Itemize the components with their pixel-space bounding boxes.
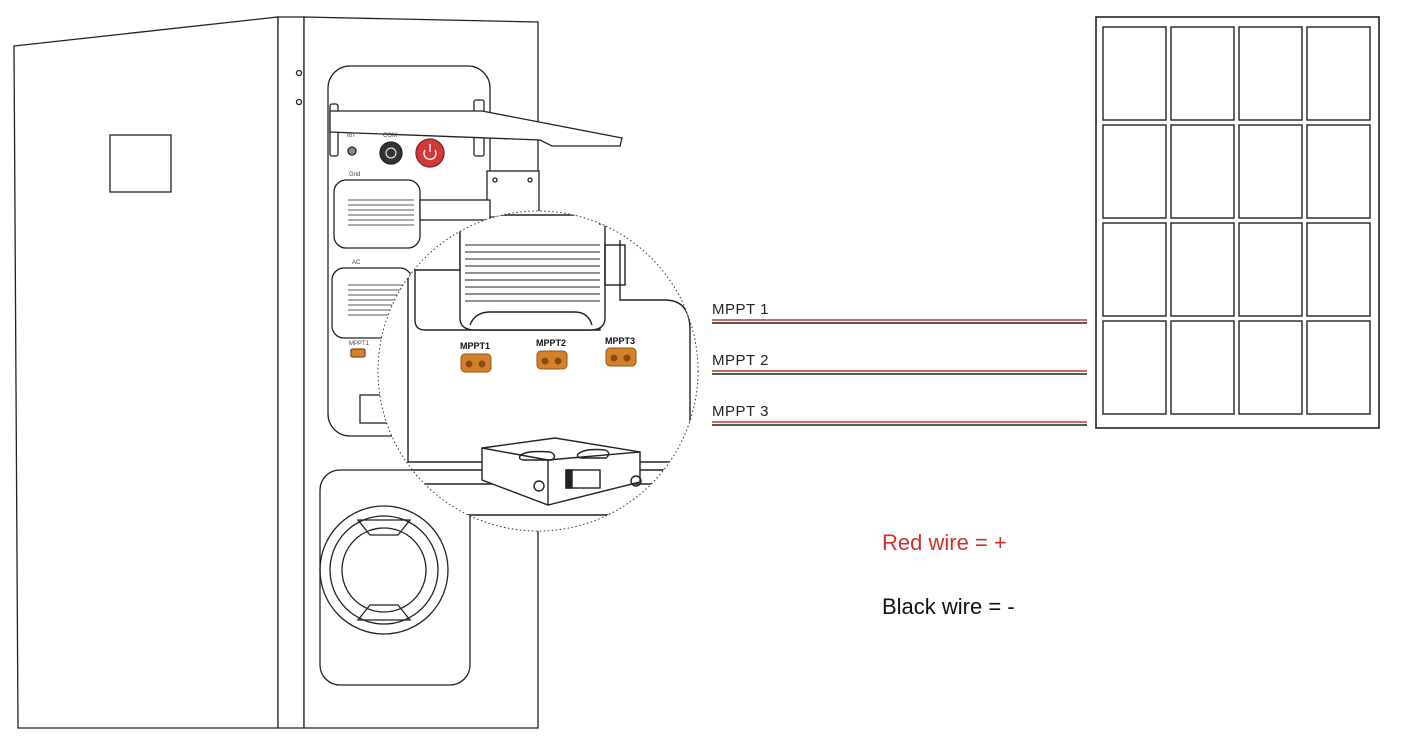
mppt-port-1 <box>460 353 492 373</box>
solar-cell <box>1306 320 1371 415</box>
grid-label: Grid <box>349 172 360 178</box>
mppt-port-2 <box>536 350 568 370</box>
wire-mppt-1: MPPT 1 <box>712 301 1087 324</box>
wire-label-3: MPPT 3 <box>712 403 769 420</box>
mppt-small-label: MPPT1 <box>349 341 370 347</box>
panel-cover-plate <box>329 110 623 147</box>
solar-cell <box>1170 26 1235 121</box>
wire-label-2: MPPT 2 <box>712 352 769 369</box>
solar-panel <box>1095 16 1380 429</box>
wire-mppt-2: MPPT 2 <box>712 352 1087 375</box>
zoom-circle-outline <box>377 210 699 532</box>
solar-cell <box>1238 320 1303 415</box>
wire-label-1: MPPT 1 <box>712 301 769 318</box>
mppt-port-label-3: MPPT3 <box>605 336 635 346</box>
cabinet-front-edge <box>277 16 305 729</box>
cabinet-label-plate <box>109 134 172 193</box>
inverter-cabinet <box>13 16 623 729</box>
legend-red-wire: Red wire = + <box>882 530 1007 556</box>
com-port <box>379 141 403 165</box>
legend-black-wire-text: Black wire = - <box>882 594 1015 619</box>
solar-cell <box>1238 26 1303 121</box>
solar-cell <box>1306 222 1371 317</box>
solar-cell <box>1238 222 1303 317</box>
solar-cell <box>1102 124 1167 219</box>
legend-red-wire-text: Red wire = + <box>882 530 1007 555</box>
solar-cell <box>1170 320 1235 415</box>
dc-switch-box <box>481 437 642 506</box>
solar-cell <box>1102 222 1167 317</box>
ac-label: AC <box>352 260 361 266</box>
zoom-mppt-ports: MPPT1 MPPT2 MPPT3 <box>460 336 637 373</box>
grid-connector <box>333 179 421 249</box>
solar-cell <box>1306 124 1371 219</box>
mppt-port-3 <box>605 347 637 367</box>
iot-label: IoT <box>347 133 356 139</box>
solar-cell <box>1170 222 1235 317</box>
mppt-port-label-2: MPPT2 <box>536 338 566 348</box>
ev-charger-socket <box>319 505 449 635</box>
mppt-port-small <box>350 348 366 358</box>
cabinet-side-face <box>13 16 279 729</box>
com-label: COM <box>383 133 397 139</box>
iot-indicator <box>347 146 357 156</box>
solar-cell <box>1238 124 1303 219</box>
mppt-port-label-1: MPPT1 <box>460 341 490 351</box>
wire-mppt-3: MPPT 3 <box>712 403 1087 426</box>
solar-cell <box>1306 26 1371 121</box>
solar-cell <box>1102 320 1167 415</box>
solar-cell <box>1170 124 1235 219</box>
legend-black-wire: Black wire = - <box>882 594 1015 620</box>
power-button <box>415 138 445 168</box>
solar-cell <box>1102 26 1167 121</box>
zoom-connector <box>414 214 626 331</box>
